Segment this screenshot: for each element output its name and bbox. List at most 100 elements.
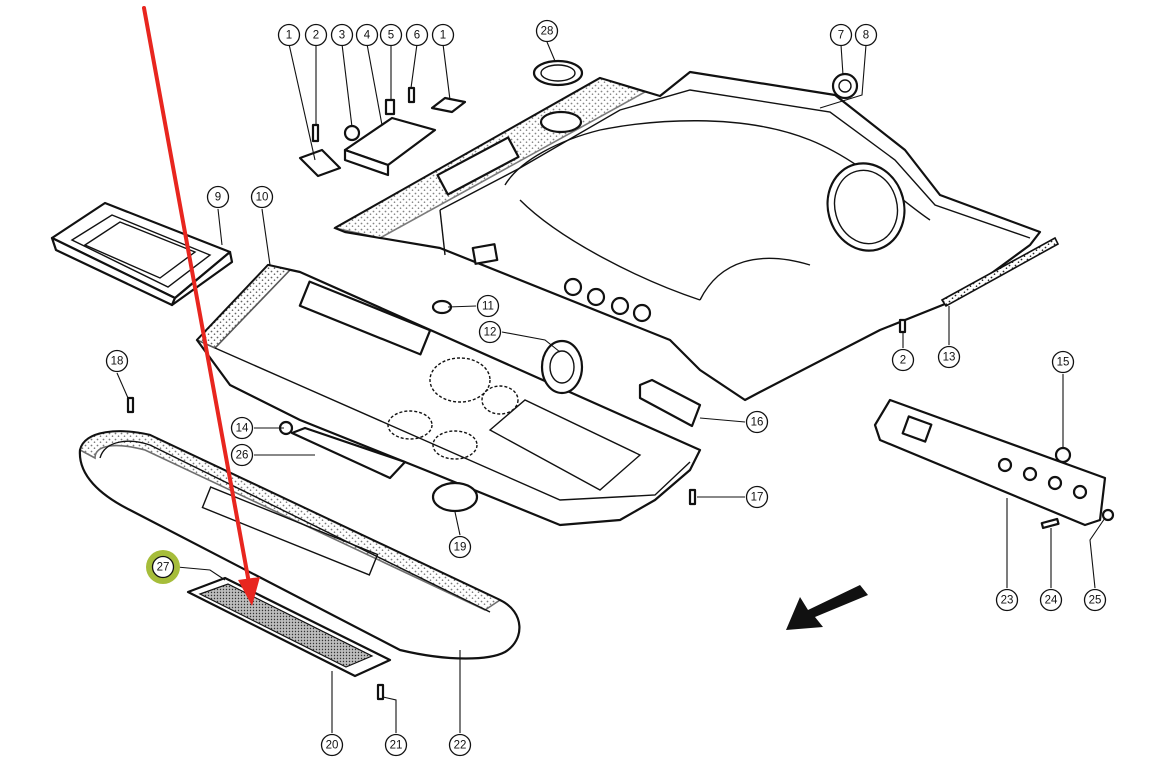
callout-5: 5 bbox=[379, 23, 403, 47]
grille-plate-part-20 bbox=[186, 576, 392, 678]
callout-number: 1 bbox=[286, 30, 292, 42]
callout-number: 1 bbox=[440, 30, 446, 42]
callout-7: 7 bbox=[829, 23, 853, 47]
callout-8: 8 bbox=[854, 23, 878, 47]
callout-circle bbox=[1083, 588, 1107, 612]
callout-number: 4 bbox=[364, 30, 371, 42]
callout-circle bbox=[478, 320, 502, 344]
callout-number: 6 bbox=[414, 30, 420, 42]
callout-20: 20 bbox=[320, 733, 344, 757]
callout-number: 22 bbox=[454, 740, 467, 752]
callout-10: 10 bbox=[250, 185, 274, 209]
callout-11: 11 bbox=[476, 294, 500, 318]
callout-24: 24 bbox=[1039, 588, 1063, 612]
callout-number: 17 bbox=[751, 492, 764, 504]
callout-circle bbox=[151, 555, 175, 579]
callout-28: 28 bbox=[535, 19, 559, 43]
callout-number: 24 bbox=[1045, 595, 1058, 607]
callout-circle bbox=[230, 416, 254, 440]
callout-19: 19 bbox=[448, 535, 472, 559]
callout-17: 17 bbox=[745, 485, 769, 509]
callout-circle bbox=[745, 485, 769, 509]
callout-1: 1 bbox=[431, 23, 455, 47]
lower-fairing-part-22 bbox=[78, 430, 521, 660]
callout-number: 8 bbox=[863, 30, 869, 42]
callout-1: 1 bbox=[277, 23, 301, 47]
callout-2: 2 bbox=[304, 23, 328, 47]
callout-18: 18 bbox=[105, 349, 129, 373]
callout-6: 6 bbox=[405, 23, 429, 47]
tray-part-9 bbox=[50, 201, 234, 307]
callout-21: 21 bbox=[384, 733, 408, 757]
callout-2: 2 bbox=[891, 348, 915, 372]
red-pointer-arrow bbox=[142, 6, 260, 606]
callout-circle bbox=[448, 733, 472, 757]
callout-number: 10 bbox=[256, 192, 269, 204]
callout-circle bbox=[355, 23, 379, 47]
callout-27: 27 bbox=[146, 550, 180, 584]
callout-number: 11 bbox=[482, 301, 494, 313]
trim-strip-part-13 bbox=[940, 236, 1060, 308]
leader-lines bbox=[116, 41, 1106, 733]
callout-12: 12 bbox=[478, 320, 502, 344]
callout-number: 19 bbox=[454, 542, 467, 554]
callout-circle bbox=[277, 23, 301, 47]
callout-circle bbox=[330, 23, 354, 47]
callout-number: 12 bbox=[484, 327, 497, 339]
callout-number: 13 bbox=[943, 352, 956, 364]
callout-circle bbox=[320, 733, 344, 757]
callout-circle bbox=[829, 23, 853, 47]
callout-circle bbox=[384, 733, 408, 757]
callout-circle bbox=[105, 349, 129, 373]
callout-circle bbox=[1039, 588, 1063, 612]
callout-22: 22 bbox=[448, 733, 472, 757]
callout-circle bbox=[995, 588, 1019, 612]
callout-circle bbox=[891, 348, 915, 372]
callout-16: 16 bbox=[745, 410, 769, 434]
callout-circle bbox=[405, 23, 429, 47]
callout-number: 2 bbox=[313, 30, 319, 42]
callout-circle bbox=[304, 23, 328, 47]
upper-cover-part-8 bbox=[332, 70, 1042, 402]
callout-number: 7 bbox=[838, 30, 844, 42]
small-parts bbox=[126, 59, 1115, 701]
callout-circle bbox=[937, 345, 961, 369]
callout-3: 3 bbox=[330, 23, 354, 47]
callout-circle bbox=[1051, 350, 1075, 374]
callout-9: 9 bbox=[206, 185, 230, 209]
direction-arrow bbox=[786, 585, 868, 630]
callout-number: 23 bbox=[1001, 595, 1014, 607]
callout-number: 2 bbox=[900, 355, 906, 367]
callout-circle bbox=[230, 443, 254, 467]
callout-26: 26 bbox=[230, 443, 254, 467]
callout-number: 3 bbox=[339, 30, 345, 42]
callout-circle bbox=[535, 19, 559, 43]
callout-circle bbox=[476, 294, 500, 318]
callout-circle bbox=[854, 23, 878, 47]
side-plate-part-23 bbox=[873, 398, 1107, 527]
callout-circle bbox=[431, 23, 455, 47]
callout-circle bbox=[206, 185, 230, 209]
callout-4: 4 bbox=[355, 23, 379, 47]
middle-panel-part-10 bbox=[195, 263, 702, 527]
callout-15: 15 bbox=[1051, 350, 1075, 374]
callout-23: 23 bbox=[995, 588, 1019, 612]
callout-number: 15 bbox=[1057, 357, 1070, 369]
callout-number: 20 bbox=[326, 740, 339, 752]
callout-number: 25 bbox=[1089, 595, 1102, 607]
callout-circle bbox=[379, 23, 403, 47]
callout-25: 25 bbox=[1083, 588, 1107, 612]
callout-number: 18 bbox=[111, 356, 124, 368]
callout-number: 21 bbox=[390, 740, 403, 752]
callout-circle bbox=[448, 535, 472, 559]
callout-13: 13 bbox=[937, 345, 961, 369]
callout-14: 14 bbox=[230, 416, 254, 440]
callout-number: 5 bbox=[388, 30, 394, 42]
callout-number: 14 bbox=[236, 423, 249, 435]
callout-number: 16 bbox=[751, 417, 764, 429]
callout-number: 28 bbox=[541, 26, 554, 38]
callout-circle bbox=[745, 410, 769, 434]
callout-circle bbox=[250, 185, 274, 209]
